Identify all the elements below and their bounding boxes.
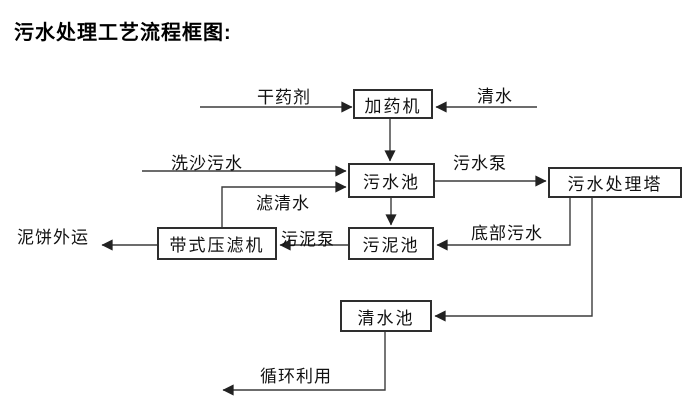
node-sewage-treatment-tower: 污水处理塔 [548,167,682,198]
arrow-filter-press-to-sewage-pool [221,181,347,227]
label-dry-chemical: 干药剂 [257,88,311,107]
label-sand-washing-sewage: 洗沙污水 [171,154,243,173]
node-belt-filter-press: 带式压滤机 [157,227,277,260]
node-clean-water-pool: 清水池 [340,300,432,332]
label-sludge-pump: 污泥泵 [281,230,335,249]
label-sewage-pump: 污水泵 [453,154,507,173]
label-recycle-use: 循环利用 [260,367,332,386]
label-mud-cake-out: 泥饼外运 [17,228,89,247]
label-filtered-clean-water: 滤清水 [256,194,310,213]
arrow-tower-to-sludge-pool [436,198,571,251]
label-clean-water: 清水 [477,87,513,106]
label-bottom-sewage: 底部污水 [471,224,543,243]
arrow-tower-to-clean-water-pool [434,198,593,322]
node-sewage-pool: 污水池 [348,163,435,198]
node-sludge-pool: 污泥池 [348,227,434,260]
page-title: 污水处理工艺流程框图: [14,22,232,44]
node-dosing-machine: 加药机 [353,89,433,119]
arrow-clean-water-pool-to-recycle [222,332,386,396]
